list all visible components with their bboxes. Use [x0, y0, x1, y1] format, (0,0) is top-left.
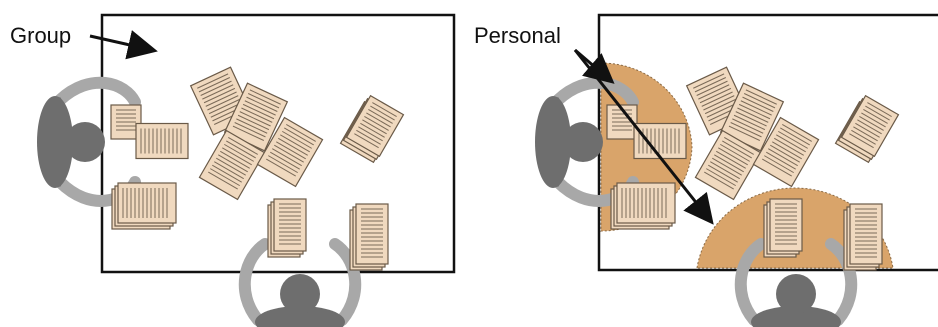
- paper-left-b-2: [633, 122, 687, 160]
- person-left-2-head: [563, 122, 603, 162]
- person-bottom-head: [280, 274, 320, 314]
- group-label: Group: [10, 23, 71, 48]
- stack-bottom-mid-2: [763, 198, 803, 258]
- personal-panel: Personal: [474, 13, 938, 327]
- stack-bottom-right-sheet: [355, 203, 389, 265]
- stack-top-right-2: [834, 94, 900, 164]
- stack-left-bottom-2: [610, 182, 676, 230]
- person-bottom-2-head: [776, 274, 816, 314]
- paper-center-3: [198, 129, 266, 201]
- stack-top-right: [339, 94, 405, 164]
- stack-bottom-mid: [267, 198, 307, 258]
- paper-left-b: [135, 122, 189, 160]
- stack-bottom-right-2: [843, 203, 883, 271]
- paper-center-2: [223, 82, 289, 152]
- stack-bottom-mid-2-sheet: [769, 198, 803, 252]
- stack-bottom-right-2-sheet: [849, 203, 883, 265]
- stack-left-bottom-2-sheet: [616, 182, 676, 224]
- person-left-2: [535, 76, 639, 207]
- personal-arrow-to-bottom-zone: [573, 49, 714, 225]
- group-arrow: [89, 30, 158, 60]
- person-left-head: [65, 122, 105, 162]
- stack-bottom-right: [349, 203, 389, 271]
- stack-top-right-2-sheet: [840, 94, 900, 158]
- paper-left-b-sheet: [135, 122, 189, 160]
- person-bottom-2: [734, 238, 858, 327]
- stack-left-bottom-sheet: [117, 182, 177, 224]
- stack-left-bottom: [111, 182, 177, 230]
- personal-label: Personal: [474, 23, 561, 48]
- paper-center-4: [256, 116, 324, 188]
- paper-left-b-2-sheet: [633, 122, 687, 160]
- group-panel: Group: [10, 13, 456, 327]
- paper-center-4-2: [752, 116, 820, 188]
- paper-center-3-2: [694, 129, 762, 201]
- stack-top-right-sheet: [345, 94, 405, 158]
- person-bottom: [238, 238, 362, 327]
- stack-bottom-mid-sheet: [273, 198, 307, 252]
